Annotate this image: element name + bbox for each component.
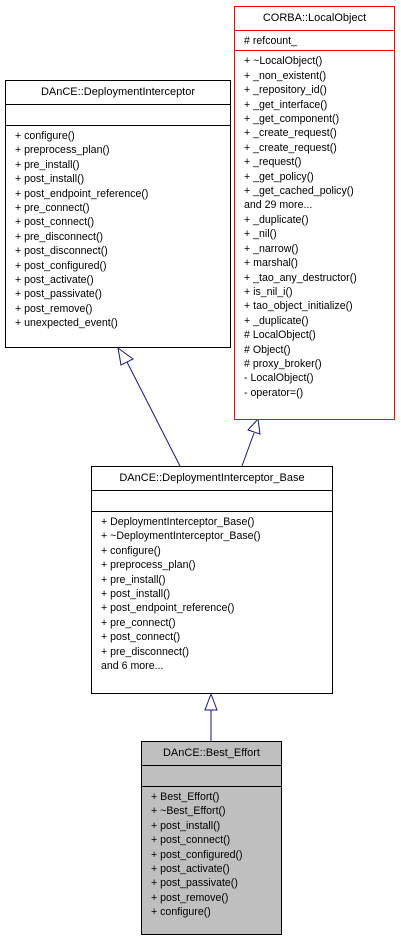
attributes-section: # refcount_: [235, 31, 394, 52]
member-row: + pre_install(): [15, 158, 80, 171]
more-members-note[interactable]: and 29 more...: [244, 199, 313, 212]
class-dance-deploymentinterceptor-base[interactable]: DAnCE::DeploymentInterceptor_Base + Depl…: [91, 466, 333, 694]
member-row: + _tao_any_destructor(): [244, 271, 357, 284]
arrowhead-localobject: [247, 417, 261, 435]
member-row: + ~LocalObject(): [244, 55, 323, 68]
edge-base-to-interceptor: [126, 361, 181, 467]
member-row: - operator=(): [244, 386, 304, 399]
member-row: + post_remove(): [15, 302, 93, 315]
member-row: + Best_Effort(): [151, 791, 220, 803]
member-row: # refcount_: [244, 35, 298, 47]
member-row: + post_connect(): [151, 834, 231, 847]
member-row: + post_install(): [151, 819, 221, 832]
methods-section: + ~LocalObject()+ _non_existent() + _repo…: [235, 51, 394, 402]
member-row: + post_endpoint_reference(): [15, 187, 149, 200]
member-row: + tao_object_initialize(): [244, 300, 353, 313]
member-row: + post_configured(): [15, 259, 107, 272]
class-title: DAnCE::Best_Effort: [142, 742, 281, 766]
attributes-section: [142, 766, 281, 787]
member-row: + _nil(): [244, 228, 277, 241]
member-row: + pre_install(): [101, 573, 166, 586]
member-row: + configure(): [151, 906, 211, 919]
member-row: + _get_policy(): [244, 170, 314, 183]
edge-base-to-localobject: [241, 432, 255, 467]
arrowhead-base: [204, 692, 218, 711]
member-row: + ~DeploymentInterceptor_Base(): [101, 530, 261, 543]
member-row: + _non_existent(): [244, 69, 327, 82]
member-row: + preprocess_plan(): [101, 559, 196, 572]
methods-section: + DeploymentInterceptor_Base() + ~Deploym…: [92, 512, 332, 675]
class-title: DAnCE::DeploymentInterceptor: [6, 81, 230, 105]
member-row: + preprocess_plan(): [15, 144, 110, 157]
member-row: + post_install(): [15, 173, 85, 186]
member-row: + configure(): [15, 130, 75, 142]
member-row: + _get_component(): [244, 113, 340, 126]
member-row: + post_install(): [101, 588, 171, 601]
member-row: + post_activate(): [151, 863, 230, 876]
class-title: CORBA::LocalObject: [235, 7, 394, 31]
class-title: DAnCE::DeploymentInterceptor_Base: [92, 467, 332, 491]
methods-section: + Best_Effort() + ~Best_Effort()+ post_in…: [142, 787, 281, 922]
member-row: + post_activate(): [15, 274, 94, 287]
member-row: + ~Best_Effort(): [151, 805, 226, 818]
member-row: + _get_cached_policy(): [244, 185, 354, 198]
member-row: + configure(): [101, 544, 161, 557]
arrowhead-interceptor: [117, 346, 134, 366]
member-row: + pre_disconnect(): [101, 645, 190, 658]
attributes-section: [92, 491, 332, 512]
member-row: + post_disconnect(): [15, 245, 108, 258]
member-row: + pre_disconnect(): [15, 230, 104, 243]
member-row: + _narrow(): [244, 242, 299, 255]
member-row: + post_configured(): [151, 848, 243, 861]
member-row: + post_remove(): [151, 891, 229, 904]
member-row: + pre_connect(): [101, 616, 176, 629]
member-row: # proxy_broker(): [244, 357, 322, 370]
member-row: + _get_interface(): [244, 98, 328, 111]
member-row: + _request(): [244, 156, 302, 169]
member-row: + unexpected_event(): [15, 317, 118, 330]
class-dance-deploymentinterceptor[interactable]: DAnCE::DeploymentInterceptor + configure…: [5, 80, 231, 348]
more-members-note[interactable]: and 6 more...: [101, 660, 164, 673]
member-row: + DeploymentInterceptor_Base(): [101, 516, 255, 528]
member-row: + is_nil_i(): [244, 285, 293, 298]
member-row: + post_connect(): [15, 216, 95, 229]
attributes-section: [6, 105, 230, 126]
member-row: + _create_request(): [244, 127, 337, 140]
member-row: # LocalObject(): [244, 329, 316, 342]
class-dance-best-effort[interactable]: DAnCE::Best_Effort + Best_Effort()+ ~Bes…: [141, 741, 282, 935]
class-corba-localobject[interactable]: CORBA::LocalObject # refcount_ + ~LocalO…: [234, 6, 395, 420]
member-row: # Object(): [244, 343, 291, 356]
member-row: + _duplicate(): [244, 213, 309, 226]
member-row: + post_connect(): [101, 631, 181, 644]
member-row: + marshal(): [244, 257, 298, 270]
member-row: + _create_request(): [244, 141, 337, 154]
member-row: + post_endpoint_reference(): [101, 602, 235, 615]
methods-section: + configure() + preprocess_plan()+ pre_in…: [6, 126, 230, 333]
member-row: + post_passivate(): [151, 877, 238, 890]
member-row: + _duplicate(): [244, 314, 309, 327]
member-row: - LocalObject(): [244, 372, 314, 385]
member-row: + post_passivate(): [15, 288, 102, 301]
member-row: + _repository_id(): [244, 84, 327, 97]
member-row: + pre_connect(): [15, 202, 90, 215]
